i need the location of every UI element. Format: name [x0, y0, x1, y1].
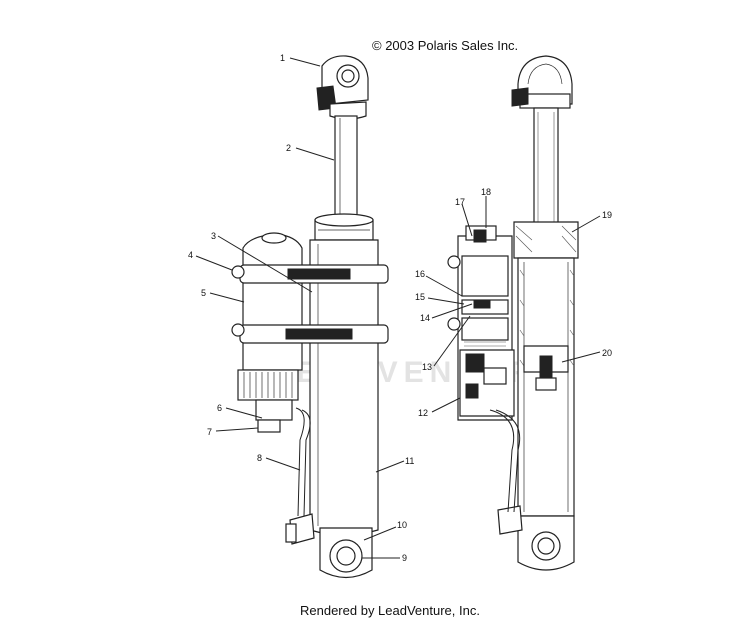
callout-labels: 1 2 3 4 5 6 7 8 9 10 11 12 13 14 15 16 1…	[188, 53, 612, 563]
callout-2: 2	[286, 143, 291, 153]
callout-12: 12	[418, 408, 428, 418]
leader-lines	[195, 57, 601, 559]
callout-16: 16	[415, 269, 425, 279]
callout-10: 10	[397, 520, 407, 530]
copyright-text: © 2003 Polaris Sales Inc.	[372, 38, 519, 53]
callout-7: 7	[207, 427, 212, 437]
callout-17: 17	[455, 197, 465, 207]
callout-8: 8	[257, 453, 262, 463]
assembled-shock	[231, 55, 389, 579]
callout-18: 18	[481, 187, 491, 197]
callout-13: 13	[422, 362, 432, 372]
callout-14: 14	[420, 313, 430, 323]
rendered-by-text: Rendered by LeadVenture, Inc.	[300, 603, 480, 618]
callout-1: 1	[280, 53, 285, 63]
callout-19: 19	[602, 210, 612, 220]
callout-9: 9	[402, 553, 407, 563]
callout-3: 3	[211, 231, 216, 241]
callout-15: 15	[415, 292, 425, 302]
callout-6: 6	[217, 403, 222, 413]
callout-4: 4	[188, 250, 193, 260]
callout-11: 11	[405, 456, 414, 466]
callout-20: 20	[602, 348, 612, 358]
callout-5: 5	[201, 288, 206, 298]
cutaway-shock	[447, 55, 579, 571]
